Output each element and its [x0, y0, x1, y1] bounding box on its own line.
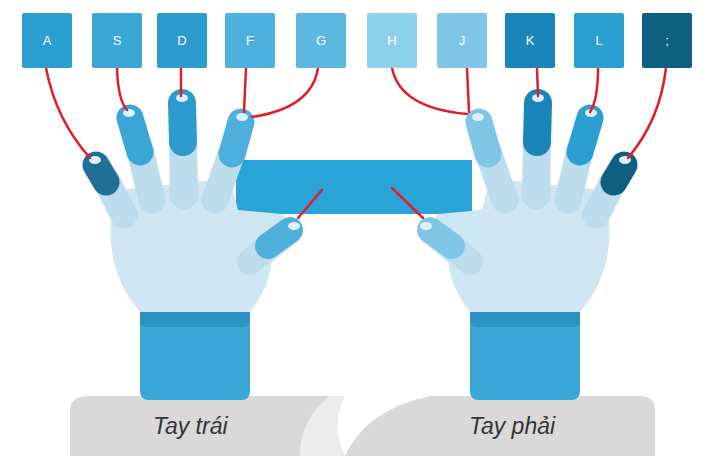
fingertip	[232, 122, 241, 154]
key-letter: A	[43, 33, 52, 48]
ground-shape	[70, 396, 330, 456]
keyboard-key: J	[437, 13, 487, 68]
leader-line	[46, 68, 90, 158]
leader-lines	[46, 68, 666, 218]
leader-line	[537, 68, 538, 96]
key-letter: D	[177, 33, 186, 48]
leader-line	[467, 68, 469, 112]
keyboard-key: S	[92, 13, 142, 68]
leader-line	[244, 68, 246, 112]
cuff	[140, 305, 250, 400]
keyboard-key: H	[367, 13, 417, 68]
leader-line	[180, 68, 183, 96]
leader-line	[628, 68, 666, 158]
keyboard-key: A	[22, 13, 72, 68]
keyboard-key: ;	[642, 13, 692, 68]
leader-line	[252, 68, 318, 117]
keyboard-key: D	[157, 13, 207, 68]
fingertip	[479, 122, 488, 154]
leader-line	[117, 68, 127, 110]
fingertip	[614, 165, 624, 182]
thumb-tip	[430, 230, 452, 246]
nail	[288, 222, 300, 230]
fingertip	[537, 103, 538, 142]
keyboard-key: L	[574, 13, 624, 68]
key-letter: J	[459, 33, 466, 48]
nail	[420, 222, 432, 230]
fingertip	[182, 103, 183, 142]
key-letter: F	[246, 33, 254, 48]
fingertip	[96, 165, 106, 182]
nail	[123, 109, 135, 117]
nail	[236, 113, 248, 121]
key-letter: S	[113, 33, 122, 48]
key-letter: K	[526, 33, 535, 48]
hand-caption: Tay phải	[469, 413, 555, 440]
thumb-tip	[268, 230, 290, 246]
spacebar	[236, 160, 472, 214]
nail	[472, 113, 484, 121]
keyboard-key: G	[296, 13, 346, 68]
fingertip	[130, 118, 140, 152]
right-hand	[420, 94, 631, 400]
ground-shape	[345, 396, 655, 456]
key-letter: ;	[665, 33, 669, 48]
leader-line	[298, 190, 322, 218]
key-letter: H	[387, 33, 396, 48]
left-hand	[89, 94, 300, 400]
hand-caption: Tay trái	[153, 413, 228, 440]
fingertip	[580, 118, 590, 152]
key-letter: L	[595, 33, 602, 48]
leader-line	[392, 188, 423, 218]
keyboard-key: F	[225, 13, 275, 68]
leader-line	[392, 68, 467, 114]
leader-line	[590, 68, 598, 112]
cuff	[470, 305, 580, 400]
key-letter: G	[316, 33, 326, 48]
ground-shape	[300, 396, 345, 456]
keyboard-key: K	[505, 13, 555, 68]
